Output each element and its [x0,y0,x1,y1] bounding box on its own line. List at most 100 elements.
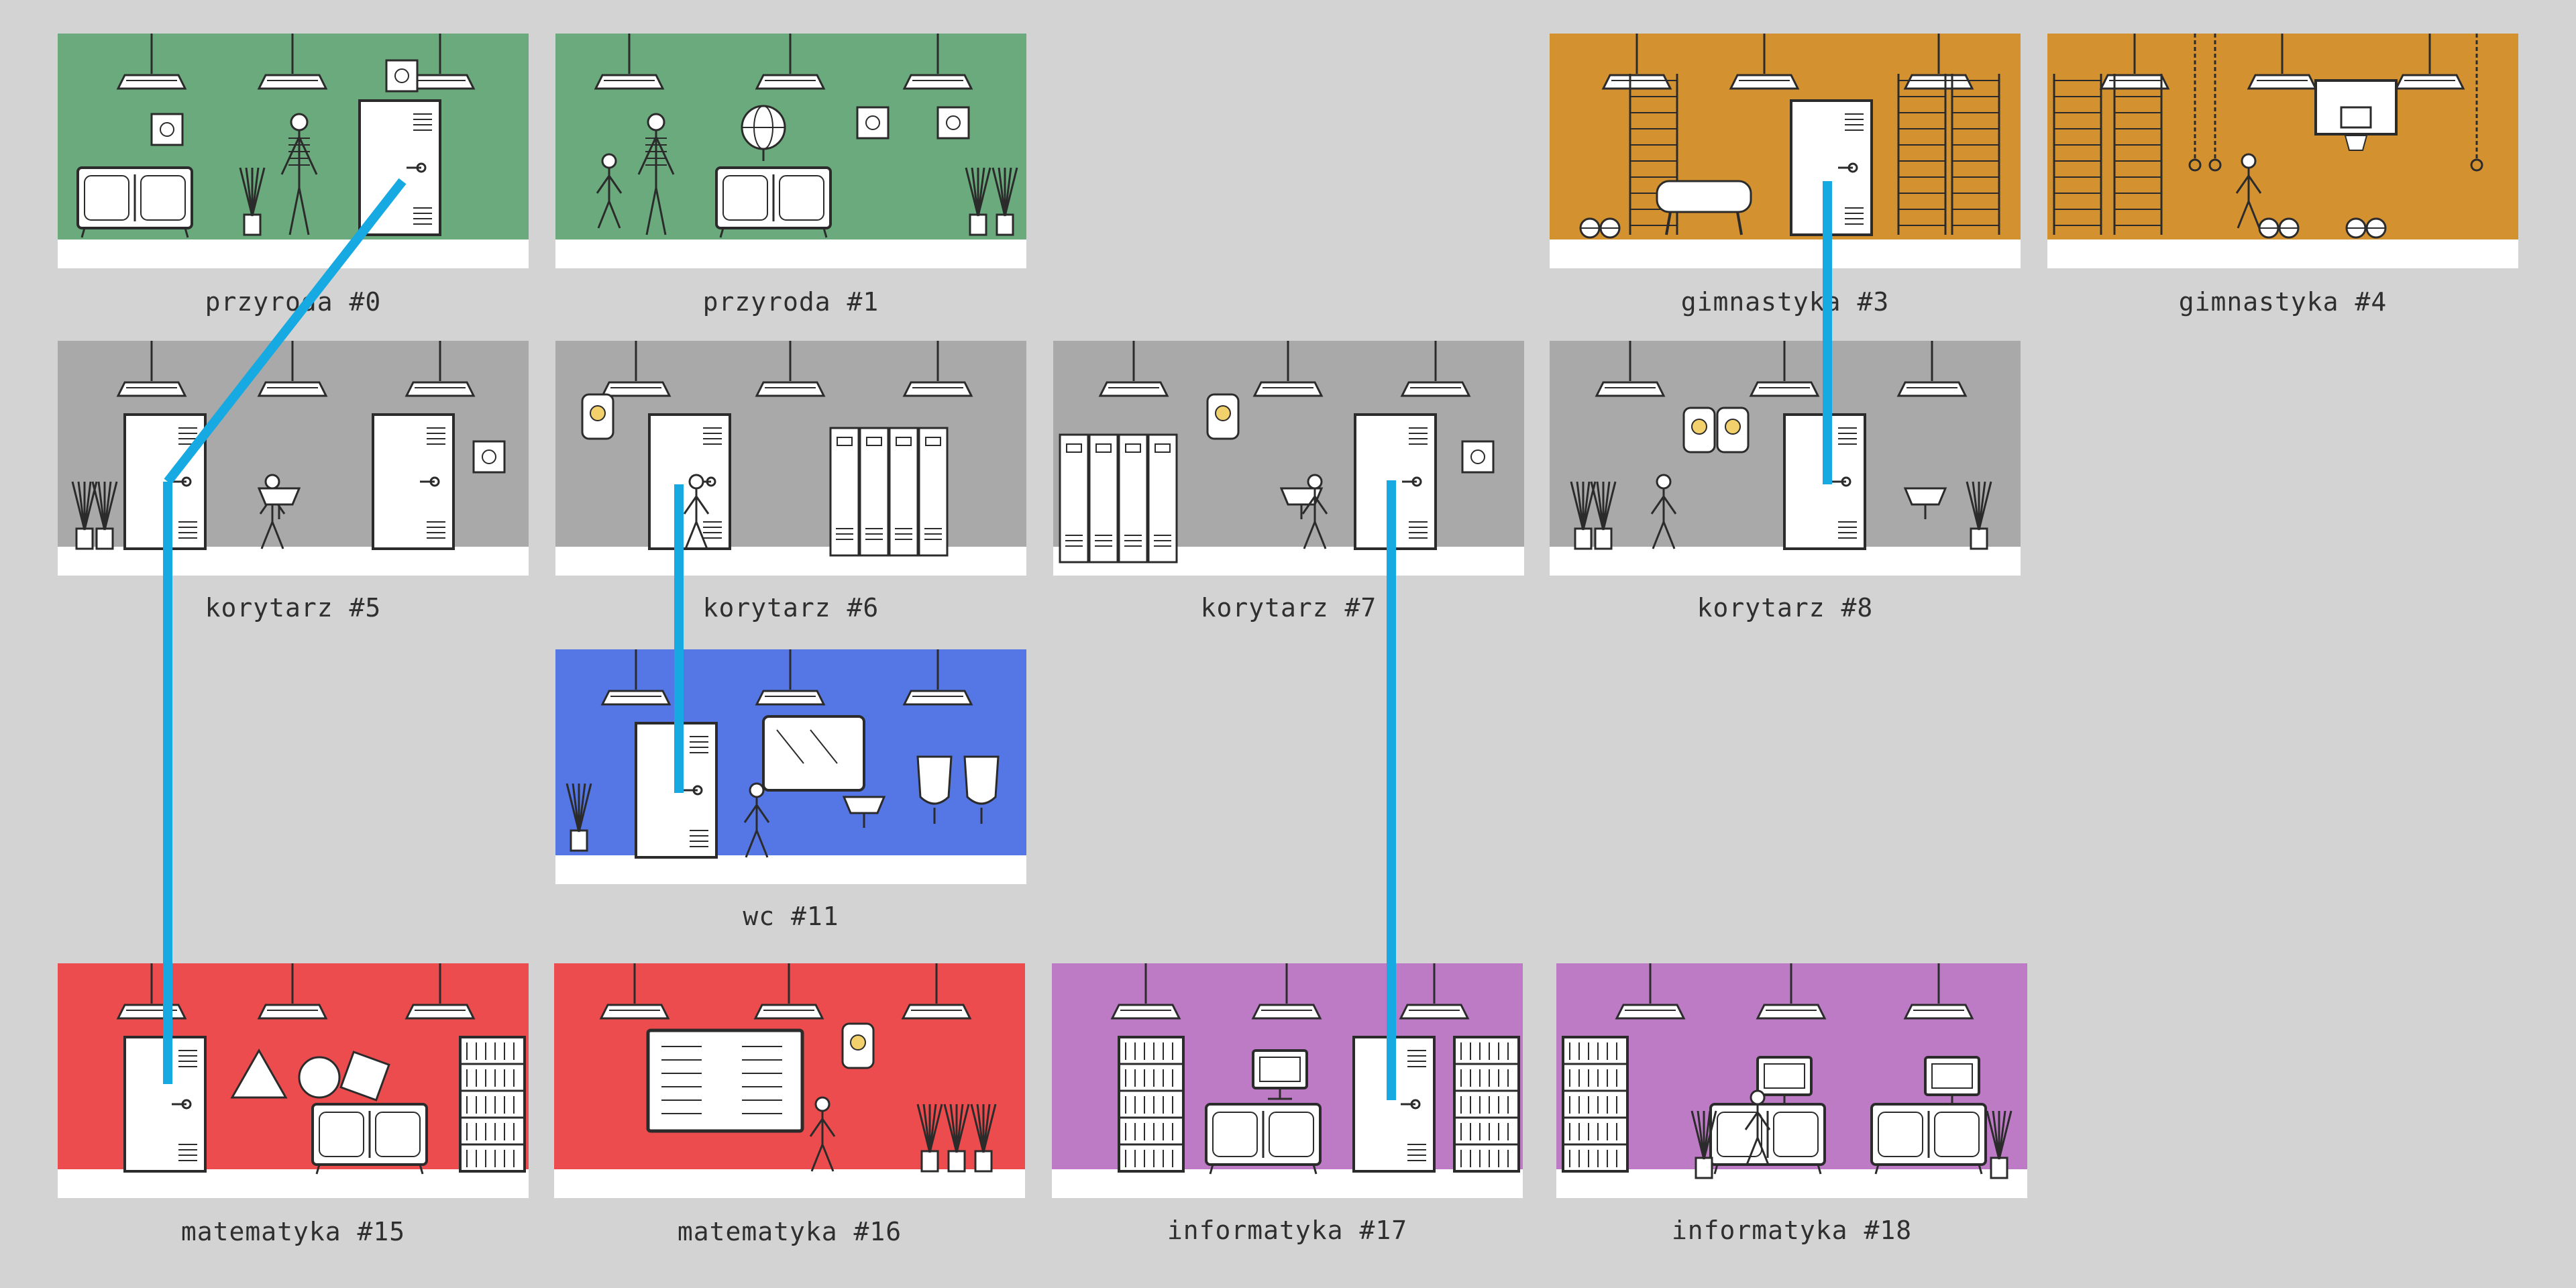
plant-icon [239,167,266,236]
room-illustration [76,34,476,238]
student-icon [743,782,770,858]
room-illustration [71,341,506,550]
lamp-icon [1896,341,1968,397]
sink-icon [842,796,886,828]
room-przyroda-1[interactable] [555,34,1026,268]
picture-icon [856,106,890,140]
sink-icon [1903,487,1947,519]
plant-icon [1966,481,1992,550]
lamp-icon [405,963,476,1020]
portrait-icon [1682,407,1716,453]
plant-icon [1690,1110,1717,1179]
lamp-icon [116,963,187,1020]
lamp-icon [1903,963,1974,1020]
portrait-icon [841,1022,875,1069]
rope-icon [2208,34,2222,172]
cabinet-icon [1709,1103,1826,1175]
room-label-7: korytarz #7 [1200,593,1377,623]
room-label-17: informatyka #17 [1167,1216,1408,1245]
room-korytarz-7[interactable] [1053,341,1524,576]
room-przyroda-0[interactable] [58,34,529,268]
student-icon [683,474,710,549]
rope-icon [2188,34,2202,172]
lamp-icon [1615,963,1686,1020]
lamp-icon [755,34,826,90]
ball-icon [1579,217,1601,239]
room-illustration [116,963,526,1175]
locker-icon [829,427,949,557]
room-matematyka-15[interactable] [58,963,529,1198]
room-label-6: korytarz #6 [702,593,879,623]
room-label-8: korytarz #8 [1697,593,1874,623]
room-informatyka-17[interactable] [1052,963,1523,1198]
lamp-icon [902,649,973,706]
room-gimnastyka-4[interactable] [2047,34,2518,268]
plant-icon [970,1104,997,1173]
locker-icon [1059,433,1178,564]
lamp-icon [755,649,826,706]
blackboard-icon [646,1028,804,1133]
wall-bars-icon [1951,74,2000,235]
room-label-11: wc #11 [743,902,839,931]
wall-bars-icon [2053,74,2102,235]
plant-icon [566,783,592,852]
lamp-icon [755,341,826,397]
vaulting-horse-icon [1656,180,1752,235]
portrait-icon [1206,393,1240,440]
lamp-icon [116,34,187,90]
room-label-18: informatyka #18 [1671,1216,1913,1245]
room-korytarz-8[interactable] [1550,341,2021,576]
student-icon [1744,1089,1771,1165]
rope-icon [2470,34,2483,172]
student-icon [259,474,286,549]
ball-icon [2258,217,2279,239]
lamp-icon [600,341,672,397]
door-icon [648,413,731,550]
room-illustration [2053,34,2483,239]
lamp-icon [257,341,328,397]
room-korytarz-6[interactable] [555,341,1026,576]
computer-icon [1756,1056,1813,1107]
bookshelf-icon [1118,1036,1185,1173]
computer-icon [1252,1049,1308,1100]
room-matematyka-16[interactable] [554,963,1025,1198]
wall-bars-icon [2113,74,2163,235]
lamp-icon [1399,963,1470,1020]
portrait-icon [581,393,614,440]
plant-icon [1590,481,1617,550]
room-informatyka-18[interactable] [1556,963,2027,1198]
lamp-icon [594,34,665,90]
picture-icon [936,106,970,140]
cabinet-icon [1870,1103,1987,1175]
lamp-icon [257,34,328,90]
cabinet-icon [1205,1103,1322,1175]
room-wc-11[interactable] [555,649,1026,884]
bookshelf-icon [1453,1036,1520,1173]
room-illustration [566,649,1000,859]
student-icon [809,1096,836,1172]
basketball-hoop-icon [2314,79,2398,151]
door-icon [372,413,455,550]
lamp-icon [600,649,672,706]
geometry-solids-icon [230,1048,390,1102]
lamp-icon [2247,34,2318,90]
room-gimnastyka-3[interactable] [1550,34,2021,268]
lamp-icon [257,963,328,1020]
computer-icon [1924,1056,1980,1107]
picture-icon [472,440,506,474]
bookshelf-icon [459,1036,526,1173]
lamp-icon [753,963,824,1020]
lamp-icon [1252,341,1324,397]
mirror-icon [762,715,865,792]
room-illustration [1562,963,2012,1179]
lamp-icon [2394,34,2465,90]
skeleton-icon [280,113,318,235]
lamp-icon [902,34,973,90]
room-label-3: gimnastyka #3 [1680,287,1890,317]
lamp-icon [405,341,476,397]
plant-icon [1570,481,1597,550]
room-label-5: korytarz #5 [205,593,382,623]
room-korytarz-5[interactable] [58,341,529,576]
lamp-icon [1400,341,1471,397]
